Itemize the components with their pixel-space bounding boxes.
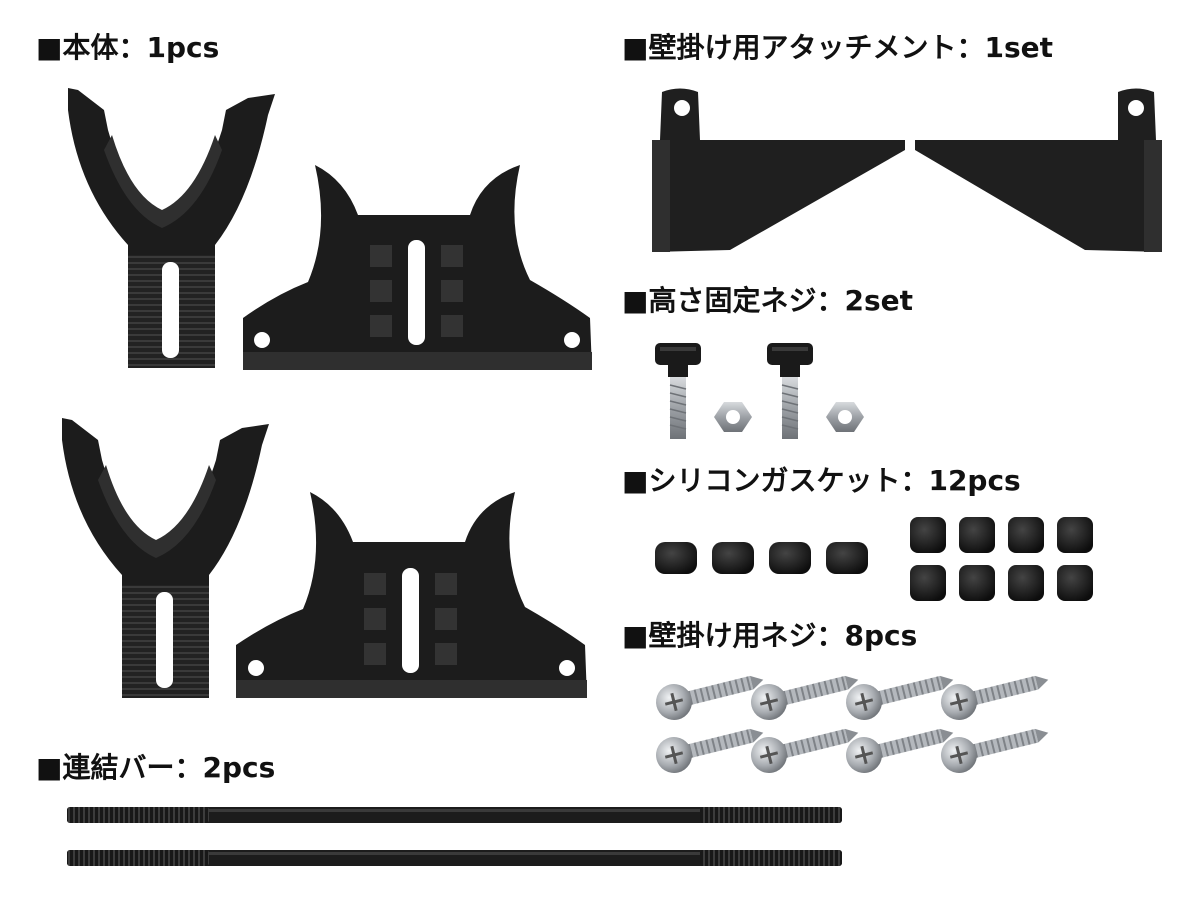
thumb-screw-2 xyxy=(767,343,813,439)
connecting-bar-1 xyxy=(67,807,842,823)
gaskets-lying xyxy=(655,542,868,574)
connecting-bar-2 xyxy=(67,850,842,866)
label-gasket: ■シリコンガスケット：12pcs xyxy=(622,464,1021,497)
label-height-screw: ■高さ固定ネジ：2set xyxy=(622,284,913,317)
label-wall-attachment: ■壁掛け用アタッチメント：1set xyxy=(622,31,1053,64)
label-body: ■本体：1pcs xyxy=(36,31,220,64)
wall-bracket-left xyxy=(652,88,905,252)
wall-bracket-right xyxy=(915,88,1162,252)
label-bar: ■連結バー：2pcs xyxy=(36,751,276,784)
y-support-bottom xyxy=(62,418,269,698)
gaskets-standing xyxy=(910,517,1093,601)
base-plate-top xyxy=(243,165,592,370)
wood-screws xyxy=(656,675,1049,773)
label-wall-screw: ■壁掛け用ネジ：8pcs xyxy=(622,619,918,652)
y-support-top xyxy=(68,88,275,368)
base-plate-bottom xyxy=(236,492,587,698)
hex-nut-1 xyxy=(714,402,752,432)
thumb-screw-1 xyxy=(655,343,701,439)
hex-nut-2 xyxy=(826,402,864,432)
